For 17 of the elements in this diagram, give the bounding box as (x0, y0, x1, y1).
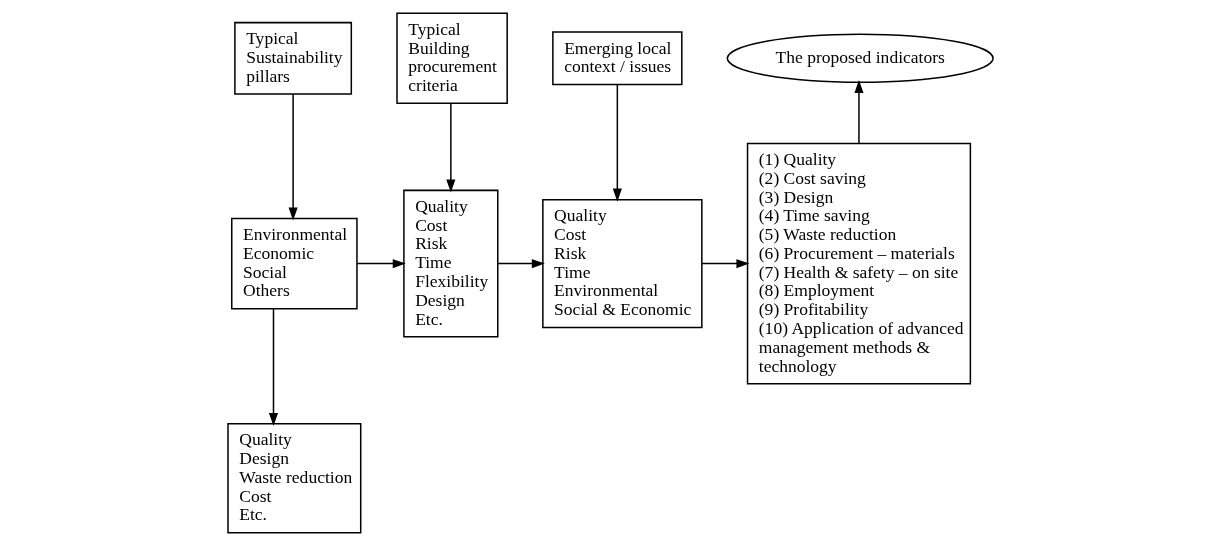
arrow (496, 259, 545, 269)
node-box: Emerging local context / issues (551, 31, 683, 86)
node-box: Environmental Economic Social Others (230, 217, 358, 310)
node-box: Typical Sustainability pillars (233, 21, 352, 95)
node-box: Quality Design Waste reduction Cost Etc. (226, 423, 361, 534)
arrow (700, 259, 749, 269)
node-ellipse: The proposed indicators (726, 33, 994, 84)
arrow (355, 259, 406, 269)
node-box: Quality Cost Risk Time Flexibility Design Etc. (402, 189, 499, 338)
arrow (268, 308, 278, 426)
arrow (288, 93, 298, 221)
arrow (445, 103, 455, 193)
arrow (612, 83, 622, 202)
arrow (853, 79, 863, 144)
node-box: Quality Cost Risk Time Environmental Social & Economic (541, 199, 703, 329)
node-box: (1) Quality (2) Cost saving (3) Design (4) Time saving (5) Waste reduction (6) Procurement – materials (7) Health & safety – on site (8) Employment (9) Profitability (10) Application of advanced management methods & technology (746, 142, 971, 385)
node-box: Typical Building procurement criteria (395, 12, 508, 105)
